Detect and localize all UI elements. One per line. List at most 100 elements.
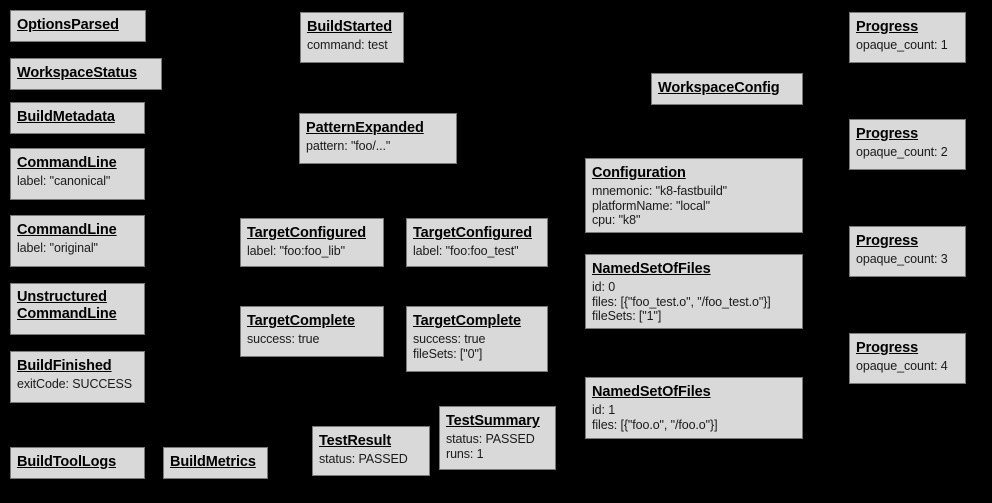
node-field: runs: 1	[446, 446, 484, 461]
node-title-row: Unstructured CommandLine	[17, 289, 138, 324]
node-title: OptionsParsed	[17, 17, 119, 33]
node-configuration[interactable]: Configuration mnemonic: "k8-fastbuild"pla…	[585, 158, 803, 233]
node-fields: label: "foo:foo_lib"	[247, 244, 377, 259]
node-title: BuildStarted	[307, 19, 393, 35]
node-title: CommandLine	[17, 222, 117, 238]
node-title-row: CommandLine	[17, 221, 138, 240]
node-title: TargetComplete	[247, 313, 355, 329]
node-field: success: true	[413, 331, 486, 346]
node-title: TargetConfigured	[413, 225, 532, 241]
node-title: BuildToolLogs	[17, 454, 117, 470]
node-field: exitCode: SUCCESS	[17, 376, 133, 391]
node-title: BuildFinished	[17, 358, 112, 374]
node-workspace-config[interactable]: WorkspaceConfig	[651, 73, 803, 105]
node-title: NamedSetOfFiles	[592, 261, 711, 277]
node-options-parsed[interactable]: OptionsParsed	[10, 10, 146, 42]
node-unstructured-command-line[interactable]: Unstructured CommandLine	[10, 283, 145, 335]
node-fields: command: test	[307, 38, 397, 53]
node-field: id: 1	[592, 402, 616, 417]
node-field: status: PASSED	[446, 431, 535, 446]
node-fields: success: true	[247, 332, 377, 347]
node-field: files: [{"foo.o", "/foo.o"}]	[592, 417, 718, 432]
node-title-row: TestSummary	[446, 412, 549, 431]
node-title-row: NamedSetOfFiles	[592, 260, 796, 279]
node-field: label: "foo:foo_test"	[413, 243, 519, 258]
node-fields: pattern: "foo/..."	[306, 139, 450, 154]
node-field: command: test	[307, 37, 388, 52]
node-field: pattern: "foo/..."	[306, 138, 391, 153]
node-pattern-expanded[interactable]: PatternExpanded pattern: "foo/..."	[299, 113, 457, 164]
node-title: BuildMetrics	[170, 454, 256, 470]
node-field: status: PASSED	[319, 451, 408, 466]
node-build-metadata[interactable]: BuildMetadata	[10, 102, 145, 134]
node-title: TestSummary	[446, 413, 540, 429]
node-title-row: BuildStarted	[307, 18, 397, 37]
node-title: Progress	[856, 340, 919, 356]
node-field: opaque_count: 1	[856, 37, 948, 52]
node-fields: label: "foo:foo_test"	[413, 244, 541, 259]
node-progress-3[interactable]: Progress opaque_count: 3	[849, 226, 966, 277]
node-progress-4[interactable]: Progress opaque_count: 4	[849, 333, 966, 384]
node-title: Configuration	[592, 165, 686, 181]
node-target-complete-lib[interactable]: TargetComplete success: true	[240, 306, 384, 357]
node-field: cpu: "k8"	[592, 213, 641, 228]
node-field: fileSets: ["0"]	[413, 346, 483, 361]
node-title: CommandLine	[17, 155, 117, 171]
node-title: BuildMetadata	[17, 109, 115, 125]
node-fields: mnemonic: "k8-fastbuild"platformName: "l…	[592, 184, 796, 228]
node-field: opaque_count: 4	[856, 358, 948, 373]
node-title-row: Progress	[856, 18, 959, 37]
node-title-row: BuildMetadata	[17, 108, 138, 127]
node-fields: exitCode: SUCCESS	[17, 377, 138, 392]
node-build-finished[interactable]: BuildFinished exitCode: SUCCESS	[10, 351, 145, 403]
node-title: Progress	[856, 126, 919, 142]
node-title-row: Configuration	[592, 164, 796, 183]
node-workspace-status[interactable]: WorkspaceStatus	[10, 58, 162, 90]
node-field: label: "foo:foo_lib"	[247, 243, 345, 258]
node-fields: label: "original"	[17, 241, 138, 256]
node-title-row: NamedSetOfFiles	[592, 383, 796, 402]
node-title: TargetConfigured	[247, 225, 366, 241]
node-title: WorkspaceConfig	[658, 80, 780, 96]
node-field: opaque_count: 2	[856, 144, 948, 159]
node-field: label: "canonical"	[17, 173, 111, 188]
node-field: success: true	[247, 331, 320, 346]
node-field: label: "original"	[17, 240, 98, 255]
node-title: PatternExpanded	[306, 120, 424, 136]
node-title-row: TargetComplete	[413, 312, 541, 331]
node-title: Progress	[856, 233, 919, 249]
node-fields: opaque_count: 3	[856, 252, 959, 267]
node-title: WorkspaceStatus	[17, 65, 137, 81]
node-target-configured-lib[interactable]: TargetConfigured label: "foo:foo_lib"	[240, 218, 384, 267]
node-title-row: OptionsParsed	[17, 16, 139, 35]
node-fields: opaque_count: 1	[856, 38, 959, 53]
node-title-row: TargetConfigured	[247, 224, 377, 243]
node-build-metrics[interactable]: BuildMetrics	[163, 447, 268, 479]
node-command-line-original[interactable]: CommandLine label: "original"	[10, 215, 145, 267]
node-command-line-canonical[interactable]: CommandLine label: "canonical"	[10, 148, 145, 200]
node-build-started[interactable]: BuildStarted command: test	[300, 12, 404, 63]
node-field: files: [{"foo_test.o", "/foo_test.o"}]	[592, 294, 771, 309]
node-title: Unstructured CommandLine	[17, 289, 117, 323]
node-title-row: TargetComplete	[247, 312, 377, 331]
node-title-row: Progress	[856, 339, 959, 358]
node-title-row: WorkspaceConfig	[658, 79, 796, 98]
node-progress-2[interactable]: Progress opaque_count: 2	[849, 119, 966, 170]
node-field: fileSets: ["1"]	[592, 309, 662, 324]
node-field: opaque_count: 3	[856, 251, 948, 266]
node-fields: opaque_count: 2	[856, 145, 959, 160]
node-title-row: TestResult	[319, 432, 423, 451]
node-build-tool-logs[interactable]: BuildToolLogs	[10, 447, 145, 479]
node-title-row: Progress	[856, 232, 959, 251]
node-target-configured-test[interactable]: TargetConfigured label: "foo:foo_test"	[406, 218, 548, 267]
